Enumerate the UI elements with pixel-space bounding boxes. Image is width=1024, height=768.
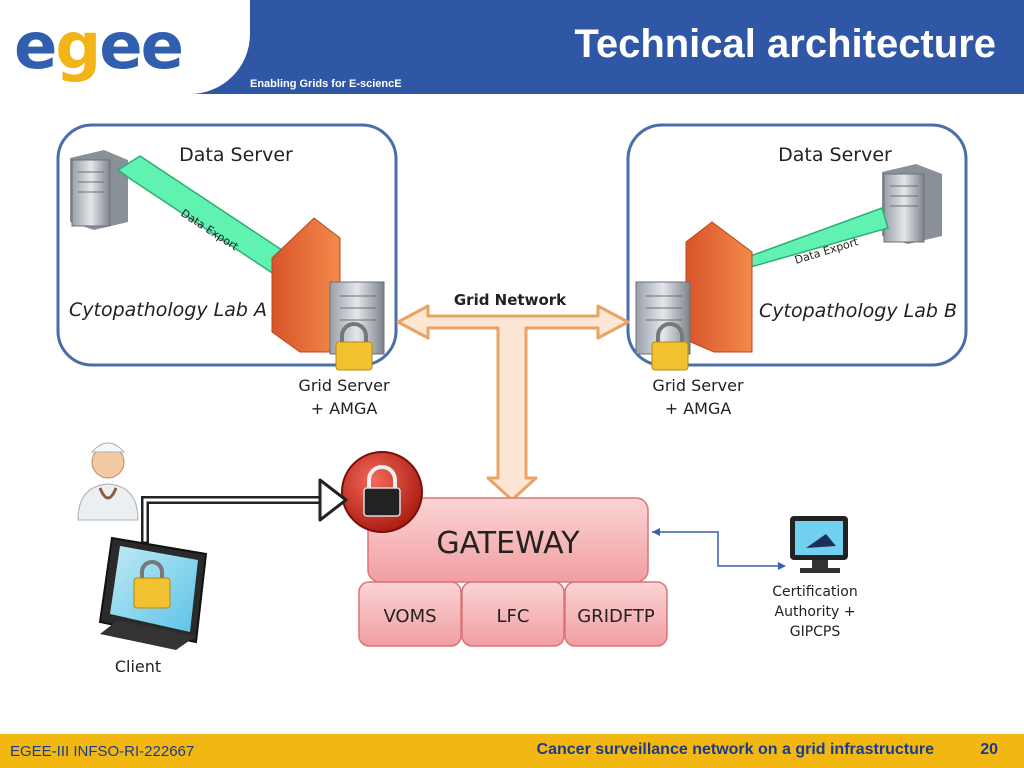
logo-letter: g [55, 10, 101, 84]
ca-label-line3: GIPCPS [790, 624, 841, 640]
footer-bar [0, 734, 1024, 768]
services-row [358, 581, 668, 647]
data-server-b-icon [882, 164, 942, 244]
grid-network-arrow [396, 304, 630, 502]
client-monitor-icon [98, 536, 208, 650]
lock-b-icon [651, 322, 689, 371]
logo-letter: e [140, 10, 184, 84]
ca-link [652, 531, 784, 567]
ca-label-line1: Certification [772, 584, 857, 600]
client-label: Client [115, 657, 161, 676]
grid-server-a-label-line1: Grid Server [298, 376, 390, 395]
service-box-voms [358, 581, 462, 647]
ca-label-line2: Authority + [775, 604, 856, 620]
certificate-authority-icon [790, 516, 848, 573]
lab-a-data-server-label: Data Server [179, 144, 293, 166]
lock-a-icon [335, 322, 373, 371]
service-box-lfc [461, 581, 565, 647]
ca-link-arrow-right [778, 562, 786, 570]
tagline: Enabling Grids for E-sciencE [250, 78, 402, 90]
service-box-gridftp [564, 581, 668, 647]
grid-server-b-label-line1: Grid Server [652, 376, 744, 395]
footer-project-id: EGEE-III INFSO-RI-222667 [10, 743, 195, 760]
lab-b-name: Cytopathology Lab B [759, 300, 957, 322]
client-arrow-head [318, 478, 348, 522]
lab-b-data-server-label: Data Server [778, 144, 892, 166]
footer-presentation-title: Cancer surveillance network on a grid in… [536, 741, 934, 758]
service-lfc-label: LFC [497, 606, 530, 627]
grid-server-b-label-line2: + AMGA [665, 399, 732, 418]
logo-letter: e [14, 10, 57, 84]
ca-link-arrow-left [652, 528, 660, 536]
slide-title: Technical architecture [574, 22, 996, 66]
lab-a-name: Cytopathology Lab A [69, 299, 267, 321]
service-gridftp-label: GRIDFTP [577, 606, 655, 627]
client-link-inner [143, 498, 324, 542]
page-number: 20 [980, 741, 998, 758]
service-voms-label: VOMS [383, 606, 436, 627]
doctor-icon [77, 442, 139, 521]
grid-server-a-label-line2: + AMGA [311, 399, 378, 418]
data-server-a-icon [70, 150, 128, 230]
gateway-lock-icon [341, 451, 423, 533]
client-link-outer [141, 496, 326, 544]
grid-network-label: Grid Network [454, 291, 567, 309]
egee-logo: egee [14, 8, 184, 86]
logo-area [0, 0, 250, 94]
gateway-label: GATEWAY [436, 526, 580, 561]
logo-letter: e [99, 10, 142, 84]
